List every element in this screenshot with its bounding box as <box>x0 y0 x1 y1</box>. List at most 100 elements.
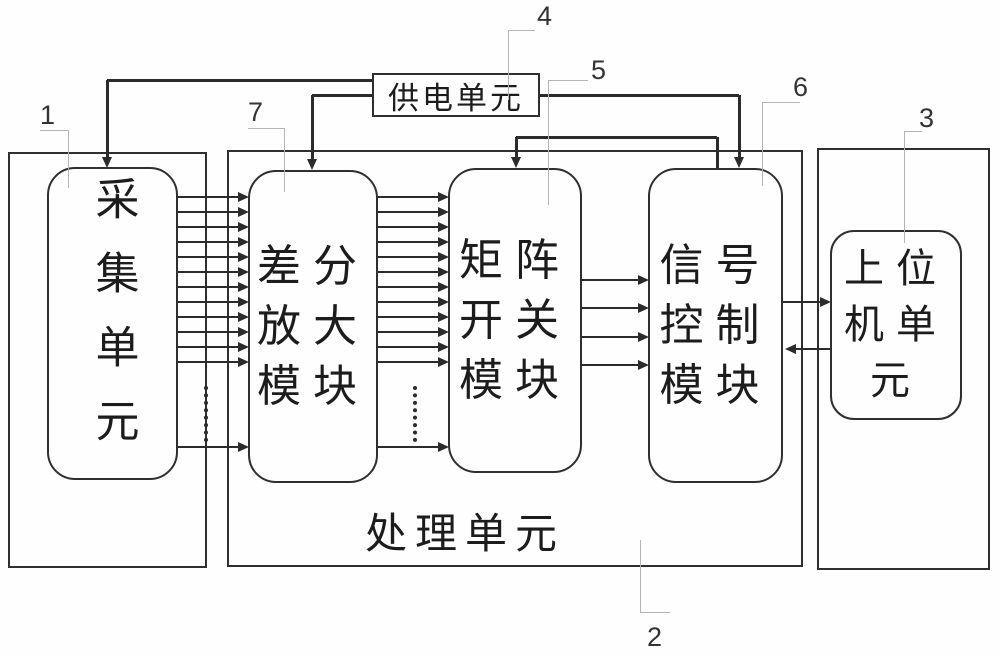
arrowhead <box>102 157 112 168</box>
leader-line <box>904 130 922 132</box>
power-line <box>310 95 314 159</box>
arrowhead <box>238 192 249 202</box>
power-line <box>737 95 741 157</box>
leader-line <box>40 129 68 131</box>
signal-arrow <box>178 226 238 228</box>
ellipsis-diffamp-bundle <box>413 386 417 442</box>
leader-line <box>547 80 549 205</box>
arrowhead <box>238 312 249 322</box>
signal-arrow <box>378 331 438 333</box>
signal-arrow <box>178 196 238 198</box>
arrowhead <box>438 282 449 292</box>
signal-arrow <box>582 336 638 338</box>
arrowhead <box>438 222 449 232</box>
power-line <box>312 93 372 97</box>
control-line <box>516 135 717 139</box>
signal-arrow <box>378 346 438 348</box>
arrowhead <box>638 332 649 342</box>
leader-line <box>67 130 69 188</box>
signal-control-module-box: 信号控制模块 <box>648 168 783 483</box>
signal-arrow <box>178 211 238 213</box>
arrowhead <box>238 207 249 217</box>
signal-arrow <box>378 226 438 228</box>
host-unit-label: 上位机单元 <box>844 246 948 403</box>
ref-number-5: 5 <box>591 55 607 85</box>
arrowhead <box>638 275 649 285</box>
power-unit-label: 供电单元 <box>388 80 524 116</box>
signal-arrow <box>178 301 238 303</box>
arrowhead <box>238 442 249 452</box>
signal-arrow <box>582 279 638 281</box>
leader-line <box>640 611 670 613</box>
host-link-arrow <box>796 348 830 350</box>
arrowhead <box>438 327 449 337</box>
arrowhead <box>238 222 249 232</box>
matrix-switch-module-label: 矩阵开关模块 <box>459 235 571 405</box>
signal-arrow <box>178 241 238 243</box>
signal-arrow <box>178 361 238 363</box>
power-line <box>105 80 109 157</box>
arrowhead <box>438 312 449 322</box>
signal-arrow <box>178 316 238 318</box>
arrowhead <box>438 237 449 247</box>
host-unit-box: 上位机单元 <box>830 230 962 420</box>
arrowhead <box>238 237 249 247</box>
matrix-switch-module-box: 矩阵开关模块 <box>448 168 582 473</box>
arrowhead <box>238 357 249 367</box>
arrowhead <box>238 252 249 262</box>
signal-arrow <box>178 256 238 258</box>
ref-number-7: 7 <box>248 97 264 127</box>
leader-line <box>639 540 641 612</box>
ellipsis-acquisition-bundle <box>204 386 208 442</box>
signal-arrow <box>378 316 438 318</box>
arrowhead <box>438 357 449 367</box>
arrowhead <box>820 297 831 307</box>
signal-arrow <box>378 271 438 273</box>
signal-arrow <box>178 331 238 333</box>
power-line <box>107 78 372 82</box>
signal-control-module-label: 信号控制模块 <box>659 240 772 410</box>
processing-unit-label: 处理单元 <box>364 512 565 558</box>
signal-arrow <box>378 361 438 363</box>
arrowhead <box>438 192 449 202</box>
power-line <box>540 93 739 97</box>
control-line <box>715 137 719 168</box>
diff-amp-module-box: 差分放大模块 <box>248 170 378 483</box>
leader-line <box>248 127 284 129</box>
host-link-arrow <box>783 301 820 303</box>
leader-line <box>508 29 535 31</box>
signal-arrow <box>378 196 438 198</box>
control-line <box>514 137 518 157</box>
arrowhead <box>638 360 649 370</box>
signal-arrow <box>178 286 238 288</box>
signal-arrow <box>178 271 238 273</box>
signal-arrow <box>378 286 438 288</box>
acquisition-unit-box: 采集单元 <box>47 167 178 480</box>
arrowhead <box>238 342 249 352</box>
leader-line <box>548 79 588 81</box>
ref-number-2: 2 <box>647 622 663 652</box>
arrowhead <box>238 282 249 292</box>
signal-arrow <box>378 256 438 258</box>
leader-line <box>903 131 905 243</box>
signal-arrow <box>582 307 638 309</box>
arrowhead <box>307 159 317 170</box>
arrowhead <box>238 297 249 307</box>
arrowhead <box>438 297 449 307</box>
leader-line <box>283 128 285 192</box>
arrowhead <box>238 327 249 337</box>
arrowhead <box>438 442 449 452</box>
signal-arrow <box>378 211 438 213</box>
signal-arrow <box>378 241 438 243</box>
signal-arrow <box>582 364 638 366</box>
signal-arrow <box>378 446 438 448</box>
leader-line <box>761 102 763 186</box>
ref-number-1: 1 <box>40 100 56 130</box>
ref-number-4: 4 <box>537 1 553 31</box>
signal-arrow <box>178 346 238 348</box>
arrowhead <box>511 157 521 168</box>
diff-amp-module-label: 差分放大模块 <box>257 241 369 411</box>
arrowhead <box>638 303 649 313</box>
arrowhead <box>238 267 249 277</box>
